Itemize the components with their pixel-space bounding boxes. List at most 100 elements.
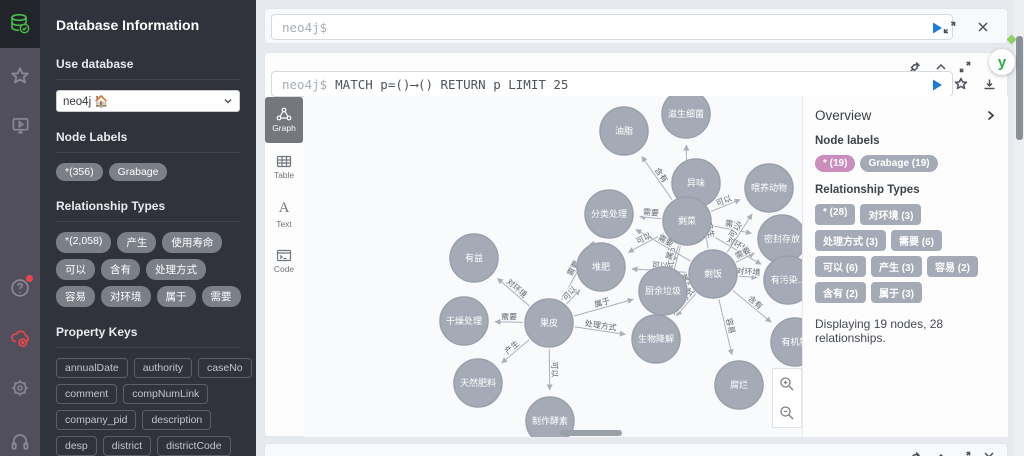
relationship-type-pill[interactable]: 容易 <box>56 286 95 307</box>
property-key-pill[interactable]: districtCode <box>157 436 231 456</box>
graph-edge[interactable] <box>639 214 662 221</box>
property-key-pill[interactable]: compNumLink <box>123 384 209 404</box>
zoom-in-icon[interactable] <box>779 376 795 392</box>
graph-edge[interactable] <box>641 155 673 200</box>
graph-node[interactable]: 干燥处理 <box>439 296 489 346</box>
graph-node[interactable]: 油脂 <box>599 106 649 156</box>
overview-relationship-pill[interactable]: 需要 (6) <box>891 230 942 251</box>
relationship-type-pill[interactable]: 属于 <box>156 286 196 307</box>
graph-edge[interactable] <box>671 245 680 263</box>
fullscreen-icon[interactable] <box>939 17 959 37</box>
graph-node[interactable]: 剩饭 <box>688 249 738 299</box>
vertical-scrollbar-thumb[interactable] <box>1016 36 1023 140</box>
overview-relationship-pill[interactable]: 可以 (6) <box>815 256 866 277</box>
graph-edge[interactable] <box>726 213 753 253</box>
relationship-type-pill[interactable]: 使用寿命 <box>162 232 223 253</box>
graph-edge[interactable] <box>732 290 772 323</box>
tab-graph[interactable]: Graph <box>265 97 303 143</box>
graph-node[interactable]: 腐烂 <box>714 360 764 410</box>
overview-node-label-pill[interactable]: Grabage (19) <box>860 155 938 172</box>
cloud-disconnected-nav-item[interactable] <box>0 318 40 358</box>
guides-nav-item[interactable] <box>0 105 40 145</box>
graph-node[interactable]: 厨余垃圾 <box>638 266 688 316</box>
overview-relationship-pill[interactable]: 容易 (2) <box>927 256 978 277</box>
tab-text[interactable]: A Text <box>265 191 303 237</box>
graph-edge[interactable] <box>738 274 758 281</box>
graph-node[interactable]: 滋生细菌 <box>661 96 711 139</box>
graph-node[interactable]: 天然肥料 <box>453 358 503 408</box>
favorite-query-icon[interactable] <box>951 74 971 94</box>
close-frame-icon[interactable] <box>973 17 993 37</box>
graph-edge[interactable] <box>635 229 691 262</box>
cypher-editor-input[interactable]: neo4j$ <box>271 14 953 40</box>
property-key-pill[interactable]: comment <box>56 384 118 404</box>
node-label-pill[interactable]: Grabage <box>108 163 168 181</box>
property-key-pill[interactable]: company_pid <box>56 410 137 430</box>
graph-node[interactable]: 剩菜 <box>662 196 712 246</box>
tab-table[interactable]: Table <box>265 144 303 190</box>
overview-relationship-pill[interactable]: 对环境 (3) <box>860 204 922 225</box>
zoom-out-icon[interactable] <box>779 405 795 421</box>
relationship-type-pill[interactable]: *(2,058) <box>56 232 112 253</box>
relationship-type-pill[interactable]: 处理方式 <box>146 259 206 280</box>
relationship-type-pill[interactable]: 需要 <box>201 286 241 307</box>
query-editor-input[interactable]: neo4j$ MATCH p=()⟶() RETURN p LIMIT 25 <box>271 71 953 97</box>
graph-edge[interactable] <box>676 293 697 317</box>
relationship-type-pill[interactable]: 对环境 <box>101 286 151 307</box>
graph-edge[interactable] <box>627 232 665 253</box>
overview-relationship-pill[interactable]: 属于 (3) <box>871 282 922 303</box>
graph-edge[interactable] <box>574 326 626 337</box>
node-label-pill[interactable]: *(356) <box>56 163 103 181</box>
graph-node[interactable]: 喂养动物 <box>744 163 794 213</box>
collapse-frame-icon[interactable] <box>931 57 951 77</box>
horizontal-scrollbar-thumb[interactable] <box>560 430 622 436</box>
chevron-right-icon[interactable] <box>985 110 996 121</box>
graph-edge[interactable] <box>573 297 634 317</box>
overview-relationship-pill[interactable]: 处理方式 (3) <box>815 230 886 251</box>
graph-edge[interactable] <box>494 318 524 325</box>
graph-edge[interactable] <box>735 252 755 263</box>
fullscreen-frame-icon[interactable] <box>955 57 975 77</box>
tab-code[interactable]: Code <box>265 238 303 284</box>
property-key-pill[interactable]: authority <box>133 358 192 378</box>
graph-edge[interactable] <box>712 225 753 236</box>
fullscreen-frame-icon[interactable] <box>955 447 975 456</box>
property-key-pill[interactable]: district <box>102 436 152 456</box>
pin-frame-icon[interactable] <box>905 447 925 456</box>
about-nav-item[interactable] <box>0 420 40 456</box>
property-key-pill[interactable]: description <box>142 410 212 430</box>
collapse-frame-icon[interactable] <box>931 447 951 456</box>
graph-node[interactable]: 果皮 <box>524 298 574 348</box>
close-frame-icon[interactable] <box>979 447 999 456</box>
graph-node[interactable]: 分类处理 <box>584 189 634 239</box>
graph-node[interactable]: 有污染... <box>763 255 802 305</box>
extension-badge[interactable]: y <box>989 49 1015 75</box>
graph-edge[interactable] <box>497 277 530 307</box>
graph-node[interactable]: 生物降解 <box>631 314 681 364</box>
relationship-type-pill[interactable]: 产生 <box>117 232 157 253</box>
property-key-pill[interactable]: annualDate <box>56 358 128 378</box>
graph-edge[interactable] <box>718 299 734 356</box>
run-query-icon[interactable] <box>930 21 944 35</box>
download-result-icon[interactable] <box>979 74 999 94</box>
property-key-pill[interactable]: caseNo <box>198 358 252 378</box>
run-query-icon[interactable] <box>930 78 944 92</box>
graph-edge[interactable] <box>566 289 581 305</box>
graph-canvas[interactable]: 含有容易产生可以需要需要可以属于对环境处理方式产生可以需要需要可以属于对环境处理… <box>304 96 802 437</box>
graph-edge[interactable] <box>501 339 530 364</box>
relationship-type-pill[interactable]: 可以 <box>56 259 95 280</box>
graph-node[interactable]: 制作酵素 <box>525 396 575 437</box>
vertical-scrollbar-track[interactable] <box>1014 0 1024 456</box>
help-nav-item[interactable] <box>0 268 40 308</box>
relationship-type-pill[interactable]: 含有 <box>101 259 140 280</box>
graph-edge[interactable] <box>709 233 762 265</box>
overview-relationship-pill[interactable]: 产生 (3) <box>871 256 922 277</box>
graph-node[interactable]: 有机物 <box>770 317 802 367</box>
database-nav-item[interactable] <box>0 0 40 48</box>
graph-edge[interactable] <box>710 198 741 212</box>
favorites-nav-item[interactable] <box>0 56 40 96</box>
database-select[interactable]: neo4j 🏠 <box>56 90 240 112</box>
overview-node-label-pill[interactable]: * (19) <box>815 155 856 172</box>
property-key-pill[interactable]: desp <box>56 436 97 456</box>
overview-relationship-pill[interactable]: * (28) <box>815 204 856 225</box>
